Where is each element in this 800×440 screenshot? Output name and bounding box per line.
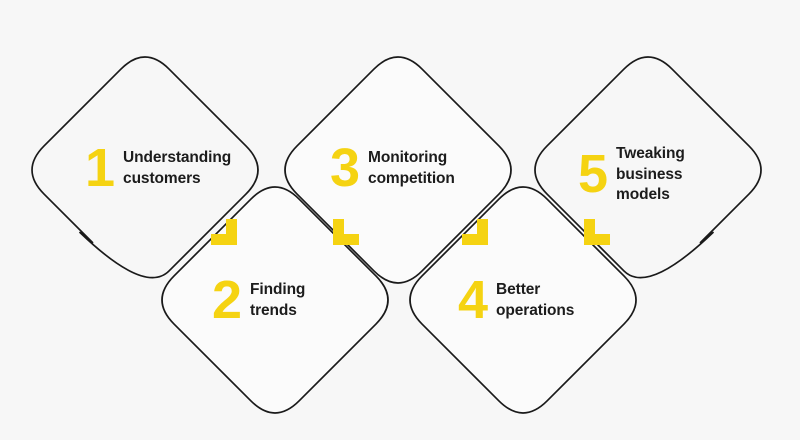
step-number-2: 2: [212, 270, 242, 330]
diamond-step-1[interactable]: [31, 56, 259, 279]
diamond-shapes-layer: [31, 56, 762, 414]
connector-3-to-4-glyph: [462, 219, 488, 245]
step-number-3: 3: [330, 138, 360, 198]
step-text-2: Finding trends: [250, 281, 306, 319]
step-text-1: Understanding customers: [123, 149, 232, 187]
connector-2-to-3: [333, 219, 359, 245]
step-number-4: 4: [458, 270, 488, 330]
connector-2-to-3-glyph: [333, 219, 359, 245]
diamond-step-5[interactable]: [534, 56, 762, 279]
step-text-5: Tweaking business models: [616, 145, 685, 204]
step-number-1: 1: [85, 138, 115, 198]
connector-4-to-5-glyph: [584, 219, 610, 245]
connector-4-to-5: [584, 219, 610, 245]
step-number-5: 5: [578, 144, 608, 205]
connector-3-to-4: [462, 219, 488, 245]
connectors-layer: [211, 219, 610, 245]
step-text-3: Monitoring competition: [368, 149, 455, 187]
connector-1-to-2: [211, 219, 237, 245]
step-text-4: Better operations: [496, 281, 575, 319]
connector-1-to-2-glyph: [211, 219, 237, 245]
